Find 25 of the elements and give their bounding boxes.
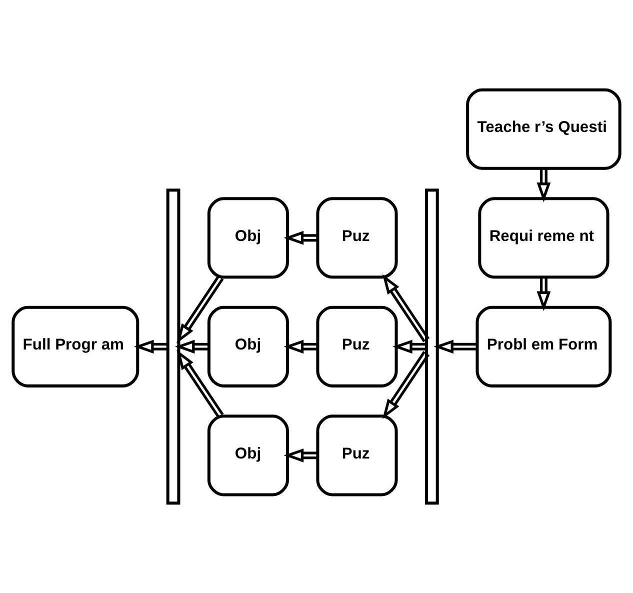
- arrow: [284, 230, 318, 245]
- arrow: [174, 340, 209, 354]
- node-box: Probl em Form: [476, 306, 612, 388]
- arrow: [382, 351, 430, 420]
- arrow: [392, 340, 426, 354]
- node-box: Puz: [316, 414, 398, 496]
- node-bar: [166, 188, 180, 505]
- arrow: [176, 275, 224, 344]
- arrow: [536, 277, 551, 312]
- node-box: Puz: [316, 197, 398, 279]
- arrow: [284, 448, 318, 462]
- node-box: Obj: [207, 414, 289, 496]
- arrow: [536, 168, 551, 202]
- node-box: Requi reme nt: [478, 197, 610, 279]
- arrow: [382, 274, 430, 342]
- arrow: [284, 340, 318, 354]
- node-box: Obj: [207, 197, 289, 279]
- arrow: [434, 340, 477, 354]
- node-bar: [424, 188, 439, 505]
- node-box: Obj: [207, 306, 289, 388]
- node-box: Teache r’s Questi: [466, 88, 622, 170]
- arrow: [176, 350, 224, 418]
- node-box: Puz: [316, 306, 398, 388]
- node-box: Full Progr am: [12, 306, 140, 388]
- arrow: [134, 340, 168, 354]
